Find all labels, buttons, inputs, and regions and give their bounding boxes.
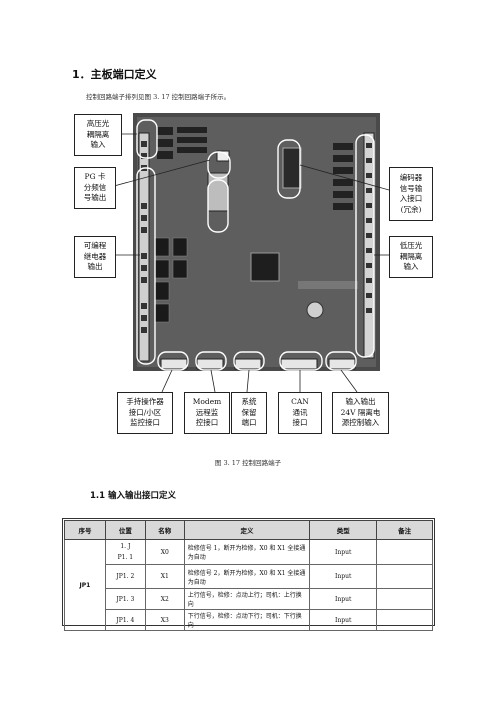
callout-encoder: 编码器 信号输 入接口 (冗余) bbox=[389, 167, 433, 221]
callout-io-24v: 输入输出 24V 隔离电 源控制输入 bbox=[332, 392, 389, 434]
cell-note bbox=[376, 609, 433, 631]
section-heading: 1．主板端口定义 bbox=[72, 68, 157, 81]
cell-definition: 下行信号，检修：点动下行；司机：下行换向 bbox=[183, 609, 311, 631]
callout-handheld-interface: 手持操作器 接口/小区 监控接口 bbox=[117, 392, 173, 434]
cell-name: X2 bbox=[144, 588, 185, 610]
figure-caption: 图 3. 17 控制回路端子 bbox=[214, 459, 282, 467]
cell-position: JP1. 2 bbox=[104, 564, 146, 589]
cell-definition: 检修信号 2，断开为检修，X0 和 X1 全接通为自动 bbox=[183, 564, 311, 589]
col-header-note: 备注 bbox=[376, 520, 433, 540]
cell-name: X1 bbox=[144, 564, 185, 589]
cell-note bbox=[376, 539, 433, 565]
cell-note bbox=[376, 588, 433, 610]
callout-reserved-port: 系统 保留 端口 bbox=[231, 392, 267, 434]
cell-type: Input bbox=[309, 564, 378, 589]
col-header-type: 类型 bbox=[309, 520, 378, 540]
col-header-definition: 定义 bbox=[183, 520, 311, 540]
cell-type: Input bbox=[309, 539, 378, 565]
cell-definition: 检修信号 1，断开为检修，X0 和 X1 全接通为自动 bbox=[183, 539, 311, 565]
col-header-name: 名称 bbox=[144, 520, 185, 540]
cell-note bbox=[376, 564, 433, 589]
callout-programmable-relay: 可编程 继电器 输出 bbox=[74, 236, 116, 278]
callout-modem: Modem 远程监 控接口 bbox=[184, 392, 230, 434]
col-header-index: 序号 bbox=[64, 520, 106, 540]
table-row: JP1. 2 X1 检修信号 2，断开为检修，X0 和 X1 全接通为自动 In… bbox=[65, 564, 433, 589]
callout-high-voltage-input: 高压光 耦隔离 输入 bbox=[74, 114, 122, 156]
subsection-heading: 1.1 输入输出接口定义 bbox=[90, 491, 177, 501]
cell-definition: 上行信号，检修：点动上行；司机：上行换向 bbox=[183, 588, 311, 610]
cell-name: X3 bbox=[144, 609, 185, 631]
cell-type: Input bbox=[309, 609, 378, 631]
table-row: JP1. 3 X2 上行信号，检修：点动上行；司机：上行换向 Input bbox=[65, 588, 433, 610]
callout-can: CAN 通讯 接口 bbox=[278, 392, 322, 434]
callout-low-voltage-input: 低压光 耦隔离 输入 bbox=[389, 236, 433, 278]
cell-position: JP1. 4 bbox=[104, 609, 146, 631]
control-board-photo bbox=[133, 113, 380, 371]
cell-position: 1. J P1. 1 bbox=[104, 539, 146, 565]
cell-position: JP1. 3 bbox=[104, 588, 146, 610]
group-label: JP1 bbox=[64, 539, 106, 631]
cell-name: X0 bbox=[144, 539, 185, 565]
table-row: JP1 1. J P1. 1 X0 检修信号 1，断开为检修，X0 和 X1 全… bbox=[64, 539, 433, 631]
cell-type: Input bbox=[309, 588, 378, 610]
table-row: JP1. 4 X3 下行信号，检修：点动下行；司机：下行换向 Input bbox=[65, 609, 433, 631]
callout-pg-card: PG 卡 分频信 号输出 bbox=[74, 167, 116, 209]
col-header-position: 位置 bbox=[104, 520, 146, 540]
table-header-row: 序号 位置 名称 定义 类型 备注 bbox=[64, 520, 433, 540]
io-definition-table: 序号 位置 名称 定义 类型 备注 JP1 1. J P1. 1 X0 检修信号… bbox=[64, 520, 433, 631]
intro-text: 控制回路端子排列见图 3. 17 控制回路端子所示。 bbox=[86, 93, 231, 101]
